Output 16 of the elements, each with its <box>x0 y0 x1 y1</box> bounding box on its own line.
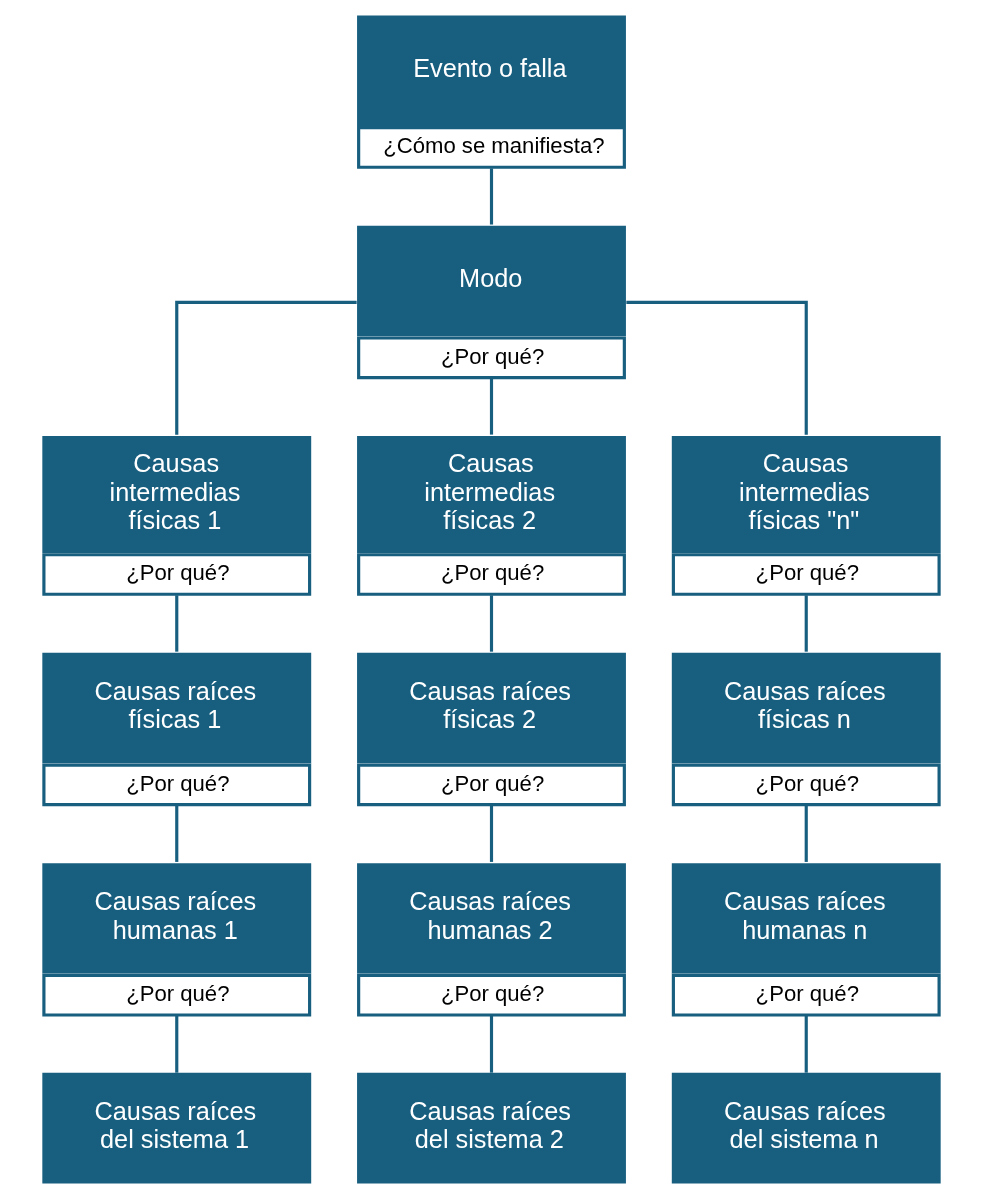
connector <box>175 805 179 862</box>
connector <box>804 1015 808 1073</box>
connector <box>175 300 357 435</box>
connector <box>804 805 808 862</box>
connector <box>626 300 808 435</box>
connector <box>175 595 179 652</box>
connector <box>489 595 494 652</box>
connector <box>489 805 494 862</box>
connector <box>489 1015 494 1073</box>
connector <box>175 1015 179 1073</box>
node-box: Causas raíces del sistema 1 <box>42 1072 312 1184</box>
node-box: Causas raíces del sistema 2 <box>357 1072 626 1184</box>
connector <box>489 168 494 225</box>
connector <box>489 378 494 435</box>
connector <box>804 595 808 652</box>
node-box: Causas raíces del sistema n <box>671 1072 941 1184</box>
